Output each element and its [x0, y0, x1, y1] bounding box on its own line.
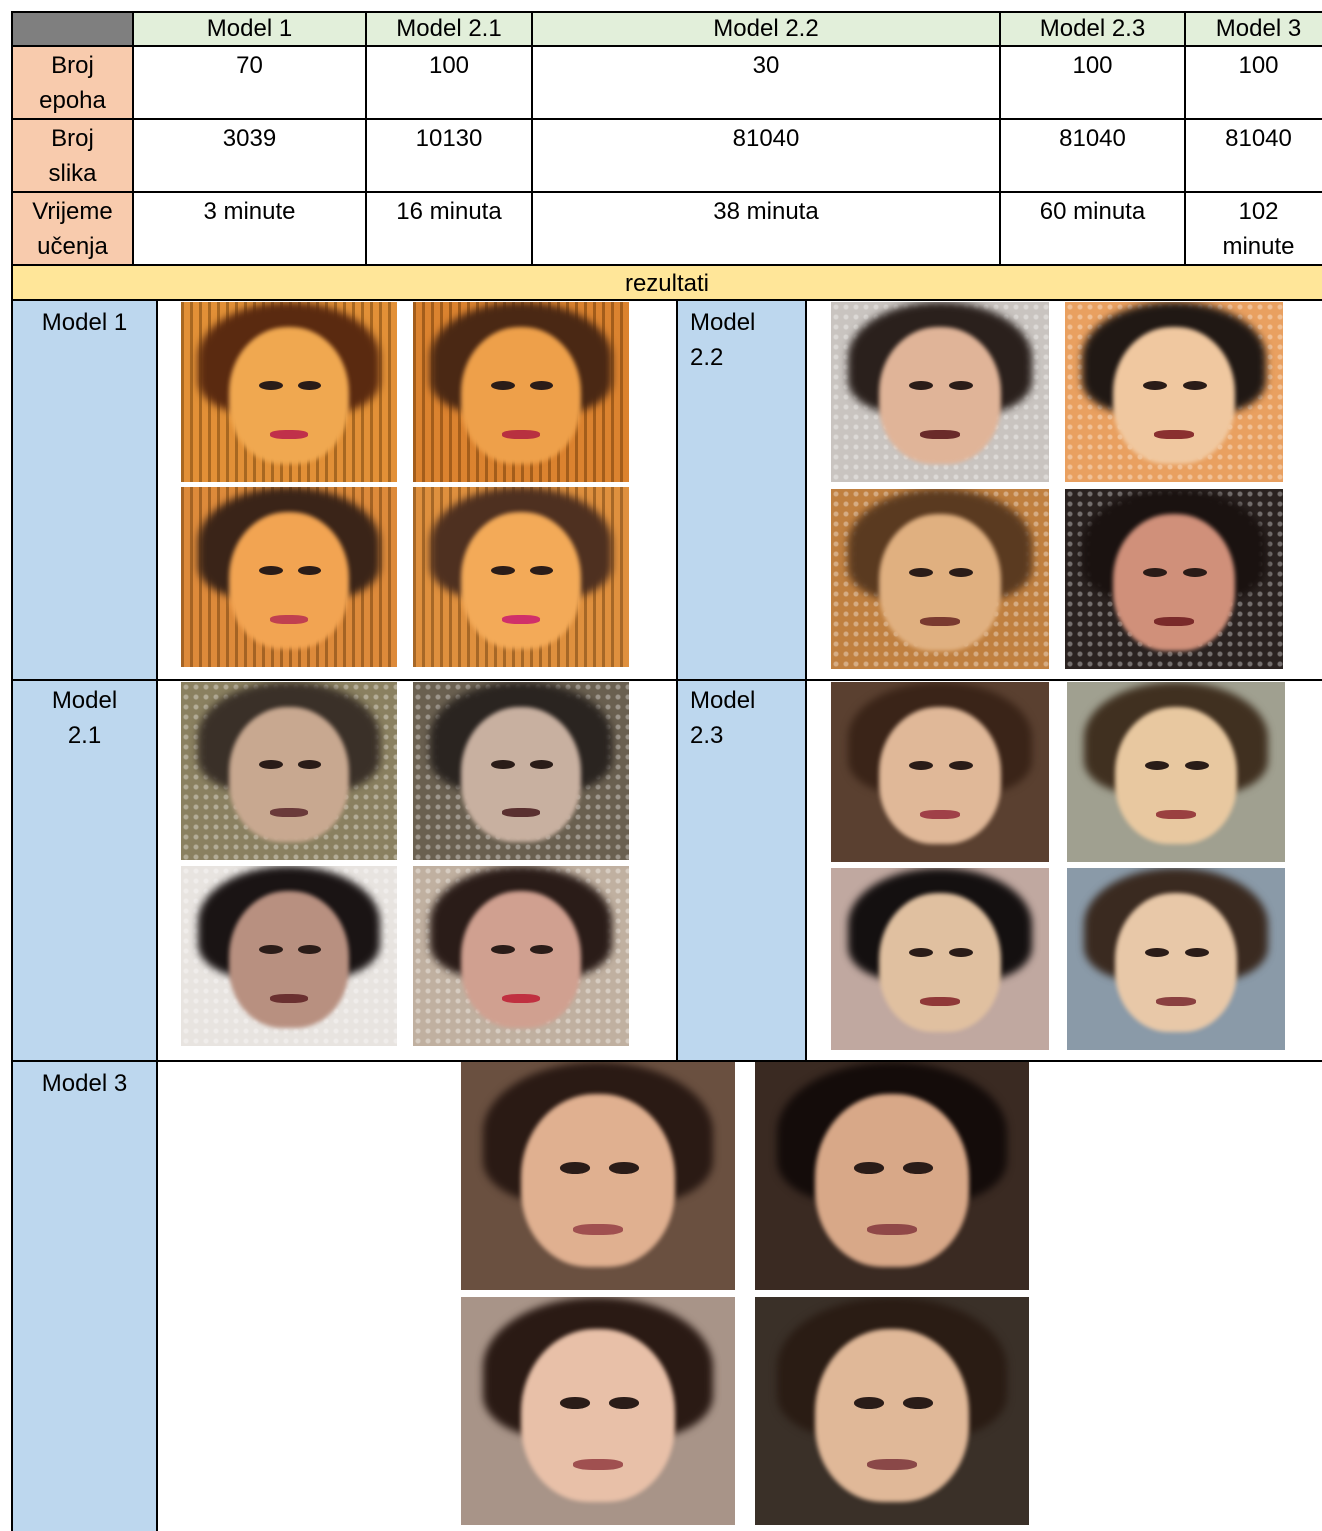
generated-face-image [461, 1062, 735, 1290]
grid-line [156, 300, 158, 1531]
vrijeme-model-3: 102 minute [1222, 198, 1295, 260]
generated-face-image [1067, 868, 1285, 1050]
col-header-model-2-1: Model 2.1 [396, 15, 502, 42]
results-title: rezultati [624, 270, 710, 297]
label-bg-model-3 [12, 1062, 157, 1531]
label-bg-model-2-2 [677, 301, 806, 680]
label-bg-model-2-1 [12, 681, 157, 1061]
vrijeme-model-2-1: 16 minuta [396, 198, 502, 225]
header-band [133, 12, 1322, 45]
generated-face-image [181, 302, 397, 482]
col-header-model-2-3: Model 2.3 [1039, 15, 1146, 42]
section-label-model-1: Model 1 [41, 309, 128, 336]
epoha-model-1: 70 [236, 52, 263, 79]
grid-line [531, 11, 533, 265]
generated-face-image [181, 682, 397, 860]
generated-face-image [1065, 489, 1283, 669]
generated-face-image [413, 487, 629, 667]
generated-face-image [461, 1297, 735, 1525]
epoha-model-2-3: 100 [1072, 52, 1113, 79]
slika-model-2-3: 81040 [1059, 125, 1126, 152]
generated-face-image [831, 868, 1049, 1050]
generated-face-image [413, 682, 629, 860]
row-label-broj-slika: Broj slika [48, 125, 97, 187]
slika-model-3: 81040 [1225, 125, 1292, 152]
generated-face-image [831, 682, 1049, 862]
grid-line [11, 118, 1322, 120]
section-label-model-2-2: Model 2.2 [690, 309, 756, 371]
grid-line [365, 11, 367, 265]
label-bg-model-2-3 [677, 681, 806, 1061]
grid-line [1184, 11, 1186, 265]
grid-line [805, 300, 807, 1061]
grid-line [11, 1060, 1322, 1062]
generated-face-image [413, 866, 629, 1046]
generated-face-image [181, 866, 397, 1046]
grid-line [676, 300, 678, 1061]
row-header-slika-bg [12, 120, 133, 191]
generated-face-image [755, 1062, 1029, 1290]
slika-model-2-1: 10130 [415, 125, 483, 152]
epoha-model-2-1: 100 [428, 52, 470, 79]
grid-line [132, 11, 134, 265]
grid-line [11, 11, 13, 1531]
epoha-model-3: 100 [1238, 52, 1279, 79]
vrijeme-model-2-3: 60 minuta [1039, 198, 1146, 225]
grid-line [999, 11, 1001, 265]
vrijeme-model-2-2: 38 minuta [713, 198, 819, 225]
row-label-broj-epoha: Broj epoha [39, 52, 106, 114]
row-label-vrijeme-ucenja: Vrijeme učenja [32, 198, 113, 260]
generated-face-image [1067, 682, 1285, 862]
slika-model-1: 3039 [222, 125, 277, 152]
row-header-ucenja-bg [12, 193, 133, 265]
generated-face-image [413, 302, 629, 482]
generated-face-image [831, 489, 1049, 669]
generated-face-image [181, 487, 397, 667]
vrijeme-model-1: 3 minute [203, 198, 296, 225]
col-header-model-1: Model 1 [206, 15, 293, 42]
slika-model-2-2: 81040 [732, 125, 800, 152]
generated-face-image [831, 302, 1049, 482]
grid-line [11, 299, 1322, 301]
corner-cell [12, 12, 133, 45]
section-label-model-3: Model 3 [41, 1070, 128, 1097]
results-band [12, 266, 1322, 300]
row-header-epoha-bg [12, 47, 133, 118]
grid-line [11, 11, 1322, 13]
generated-face-image [755, 1297, 1029, 1525]
grid-line [11, 45, 1322, 47]
grid-line [11, 264, 1322, 266]
generated-face-image [1065, 302, 1283, 482]
section-label-model-2-1: Model 2.1 [51, 687, 118, 749]
grid-line [11, 679, 1322, 681]
section-label-model-2-3: Model 2.3 [690, 687, 756, 749]
grid-line [11, 191, 1322, 193]
epoha-model-2-2: 30 [752, 52, 780, 79]
label-bg-model-1 [12, 301, 157, 680]
col-header-model-3: Model 3 [1215, 15, 1302, 42]
col-header-model-2-2: Model 2.2 [713, 15, 819, 42]
